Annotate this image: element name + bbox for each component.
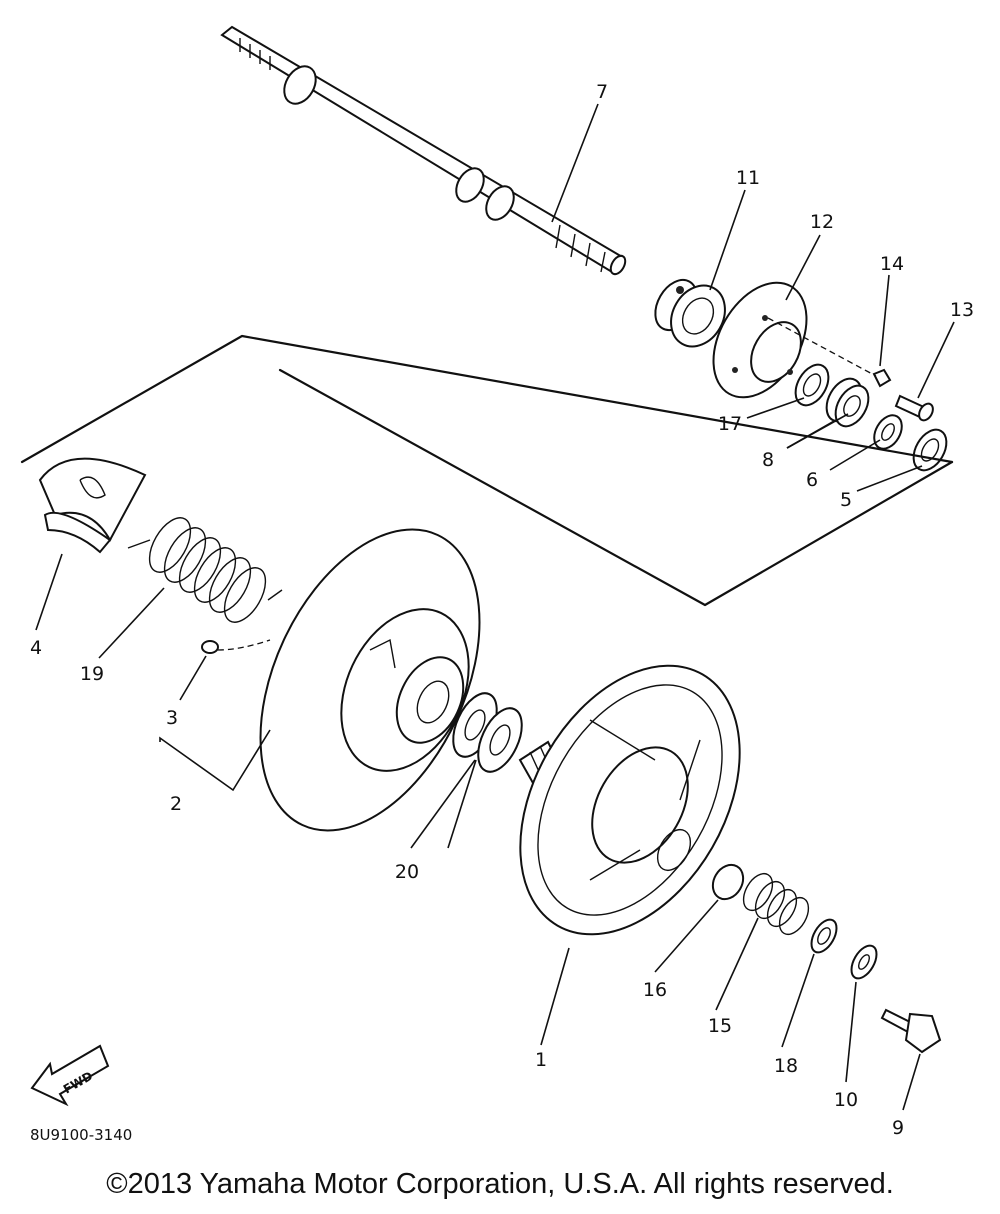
part-label-5: 5 [840, 489, 852, 511]
part-label-7: 7 [596, 81, 608, 103]
part-label-17: 17 [718, 413, 742, 435]
part-label-6: 6 [806, 469, 818, 491]
part-label-3: 3 [166, 707, 178, 729]
part-label-11: 11 [736, 167, 760, 189]
part-label-8: 8 [762, 449, 774, 471]
leader-lines [35, 103, 955, 1111]
part-label-15: 15 [708, 1015, 732, 1037]
shaft-part [220, 25, 627, 276]
bearing-part [654, 278, 726, 348]
part-label-12: 12 [810, 211, 834, 233]
part-label-4: 4 [30, 637, 42, 659]
spring-part [127, 517, 283, 623]
assembly-frame [20, 334, 954, 464]
exploded-parts-diagram: 7 11 12 14 13 17 8 6 5 4 19 3 2 20 1 16 … [20, 25, 974, 1144]
hub-hardware-group [711, 863, 942, 1054]
part-label-14: 14 [880, 253, 904, 275]
assembly-frame-lower [278, 368, 954, 607]
part-label-20: 20 [395, 861, 419, 883]
fixed-sheave-part [259, 528, 481, 832]
small-parts-group [767, 317, 948, 472]
part-label-10: 10 [834, 1089, 858, 1111]
drawing-code: 8U9100-3140 [30, 1126, 132, 1144]
bracket-2 [159, 729, 271, 792]
part-label-1: 1 [535, 1049, 547, 1071]
part-label-2: 2 [170, 793, 182, 815]
part-label-18: 18 [774, 1055, 798, 1077]
cam-part [38, 457, 147, 554]
slider-part [201, 639, 271, 654]
part-label-13: 13 [950, 299, 974, 321]
movable-sheave-part [518, 664, 741, 936]
bearing-housing-part [712, 281, 808, 399]
part-label-19: 19 [80, 663, 104, 685]
forward-arrow-icon: FWD [30, 1044, 110, 1107]
copyright-notice: ©2013 Yamaha Motor Corporation, U.S.A. A… [106, 1168, 894, 1200]
washer-pair-part [452, 692, 523, 773]
part-label-9: 9 [892, 1117, 904, 1139]
part-label-16: 16 [643, 979, 667, 1001]
